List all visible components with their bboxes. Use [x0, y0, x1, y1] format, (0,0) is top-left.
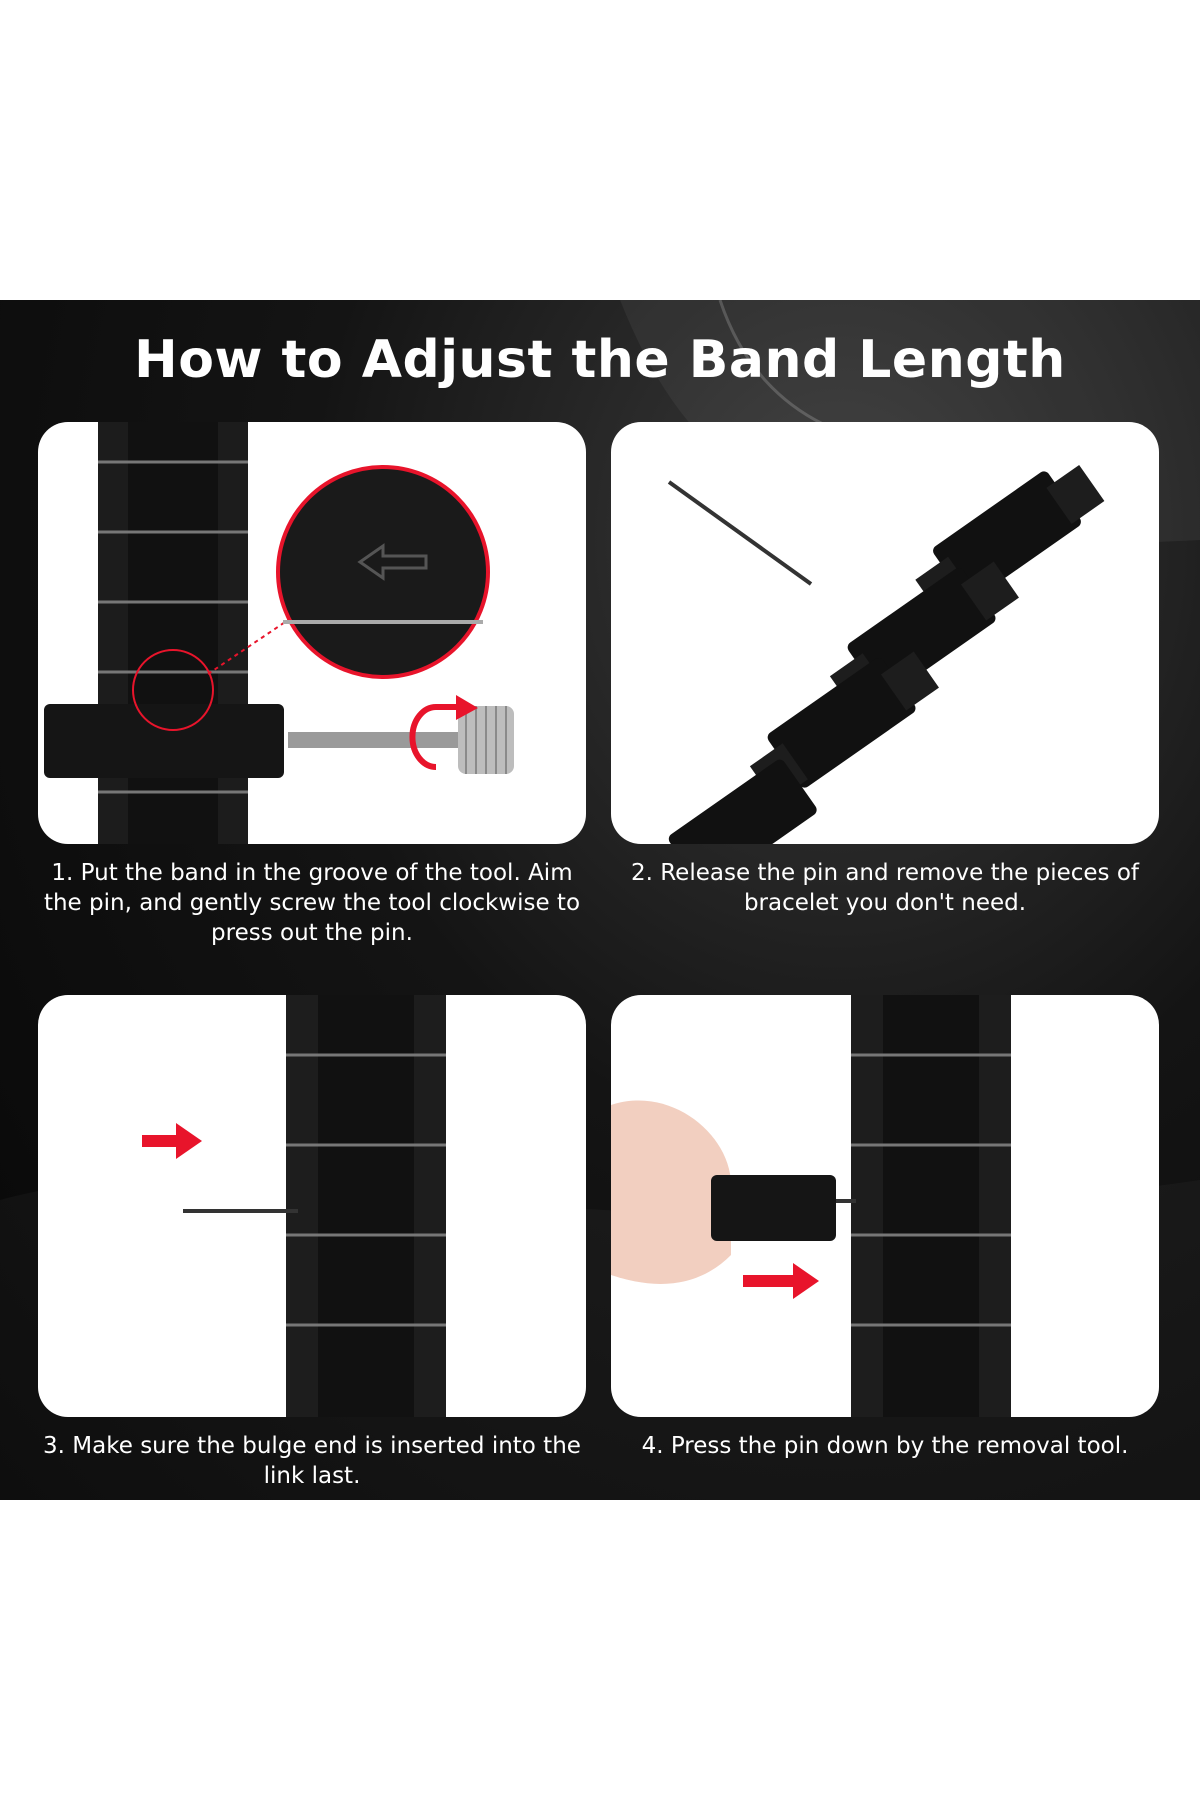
removed-links-illustration	[667, 464, 1105, 844]
pin-removal-tool	[44, 704, 514, 778]
target-circle	[132, 649, 214, 731]
arrow-right-icon	[743, 1263, 819, 1299]
arrow-left-icon	[357, 543, 428, 581]
step-2-caption: 2. Release the pin and remove the pieces…	[630, 860, 1140, 916]
watch-band	[286, 995, 446, 1417]
zoom-connector	[207, 611, 301, 675]
insert-pin-illustration	[142, 995, 446, 1417]
step-1-image	[38, 422, 586, 844]
step-4-image	[611, 995, 1159, 1417]
step-1-caption: 1. Put the band in the groove of the too…	[43, 860, 581, 946]
rotate-clockwise-icon	[409, 695, 478, 770]
instruction-banner: How to Adjust the Band Length	[0, 300, 1200, 1500]
watch-band	[98, 422, 248, 844]
hand	[611, 1100, 731, 1284]
step-3-caption: 3. Make sure the bulge end is inserted i…	[43, 1433, 581, 1489]
step-4-caption: 4. Press the pin down by the removal too…	[641, 1433, 1129, 1459]
arrow-right-icon	[142, 1123, 202, 1159]
press-pin-illustration	[611, 995, 1011, 1417]
step-2-image	[611, 422, 1159, 844]
separated-links	[668, 464, 1105, 844]
step-3-image	[38, 995, 586, 1417]
page-title: How to Adjust the Band Length	[134, 330, 1066, 390]
watch-band	[851, 995, 1011, 1417]
spring-pin	[667, 480, 813, 586]
band-in-tool-illustration	[44, 422, 514, 844]
removal-tool	[711, 1175, 836, 1241]
